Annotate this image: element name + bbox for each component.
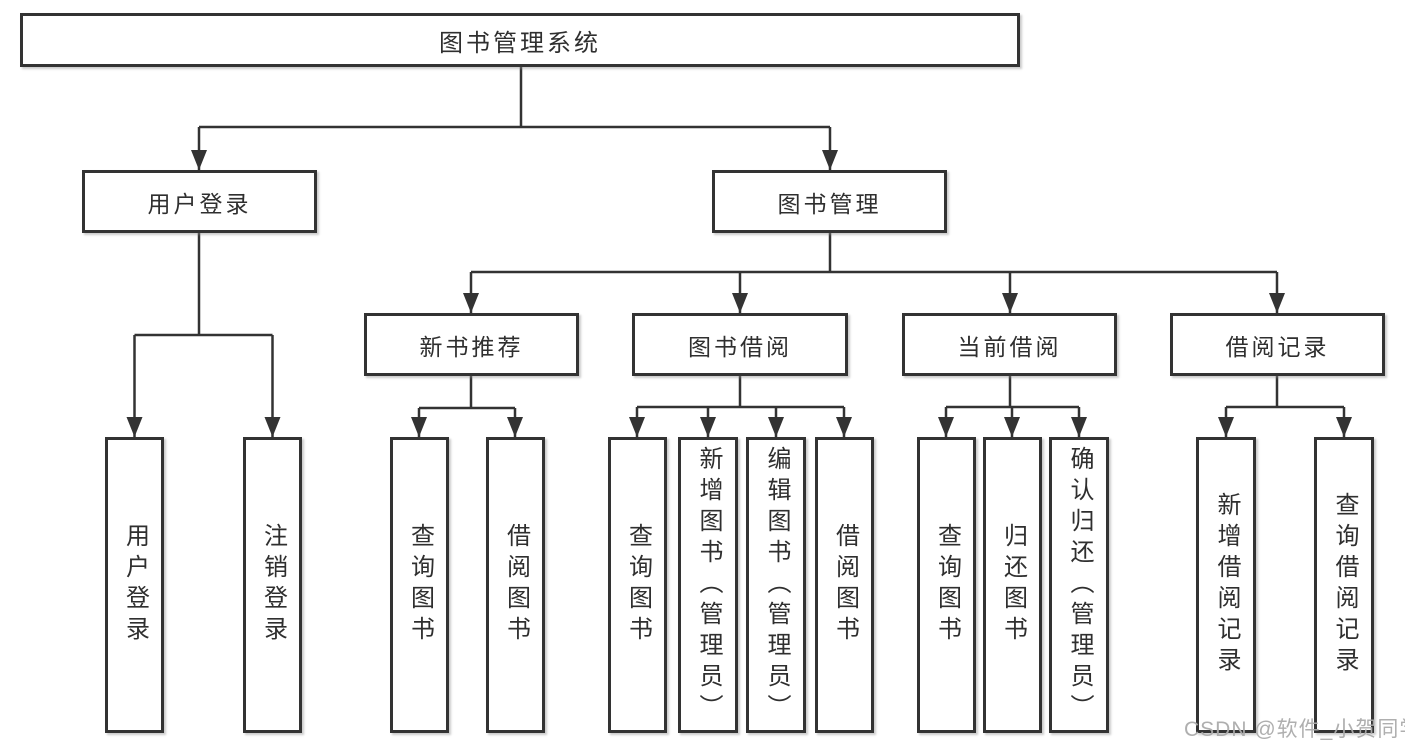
leaf-records-add-label: 新增借阅记录: [1213, 492, 1240, 678]
leaf-newbooks-borrow: 借阅图书: [486, 437, 545, 733]
leaf-logout-label: 注销登录: [259, 523, 287, 647]
leaf-current-return-label: 归还图书: [999, 523, 1027, 647]
node-borrow-records-label: 借阅记录: [1225, 333, 1330, 360]
leaf-current-query-label: 查询图书: [933, 523, 961, 647]
connector-new-books-branch: [411, 376, 523, 437]
node-book-management: 图书管理: [712, 170, 947, 233]
csdn-watermark: CSDN @软件_小贺同学: [1184, 718, 1405, 741]
node-current-borrow: 当前借阅: [902, 313, 1117, 376]
node-new-book-recommend: 新书推荐: [364, 313, 579, 376]
leaf-current-query: 查询图书: [917, 437, 976, 733]
node-book-borrow: 图书借阅: [632, 313, 848, 376]
leaf-user-login-label: 用户登录: [121, 523, 149, 647]
leaf-current-confirm-return: 确认归还（管理员）: [1049, 437, 1109, 733]
connector-user-login-branch: [126, 233, 281, 437]
node-user-login-label: 用户登录: [147, 190, 252, 217]
leaf-borrow-add-book: 新增图书（管理员）: [678, 437, 738, 733]
leaf-borrow-edit-book-label: 编辑图书（管理员）: [763, 445, 790, 725]
leaf-newbooks-query-label: 查询图书: [406, 523, 434, 647]
leaf-records-query-label: 查询借阅记录: [1331, 492, 1358, 678]
leaf-user-login: 用户登录: [105, 437, 164, 733]
leaf-newbooks-query: 查询图书: [390, 437, 449, 733]
node-root-label: 图书管理系统: [439, 29, 601, 57]
leaf-borrow-book-label: 借阅图书: [831, 523, 859, 647]
leaf-borrow-query: 查询图书: [608, 437, 667, 733]
node-current-borrow-label: 当前借阅: [957, 333, 1062, 360]
connector-current-borrow-branch: [938, 376, 1087, 437]
leaf-records-query: 查询借阅记录: [1314, 437, 1374, 733]
leaf-borrow-query-label: 查询图书: [624, 523, 652, 647]
leaf-current-confirm-return-label: 确认归还（管理员）: [1066, 445, 1093, 725]
leaf-logout: 注销登录: [243, 437, 302, 733]
node-user-login: 用户登录: [82, 170, 317, 233]
node-book-management-label: 图书管理: [777, 190, 882, 217]
leaf-borrow-add-book-label: 新增图书（管理员）: [695, 445, 722, 725]
node-new-book-recommend-label: 新书推荐: [419, 333, 524, 360]
connector-root-to-level2: [191, 67, 838, 170]
node-borrow-records: 借阅记录: [1170, 313, 1385, 376]
leaf-records-add: 新增借阅记录: [1196, 437, 1256, 733]
leaf-current-return: 归还图书: [983, 437, 1042, 733]
leaf-borrow-book: 借阅图书: [815, 437, 874, 733]
connector-book-borrow-branch: [629, 376, 852, 437]
node-root: 图书管理系统: [20, 13, 1020, 67]
leaf-newbooks-borrow-label: 借阅图书: [502, 523, 530, 647]
node-book-borrow-label: 图书借阅: [688, 333, 792, 360]
leaf-borrow-edit-book: 编辑图书（管理员）: [746, 437, 806, 733]
connector-book-mgmt-to-level3: [463, 233, 1285, 313]
connector-borrow-records-branch: [1218, 376, 1352, 437]
